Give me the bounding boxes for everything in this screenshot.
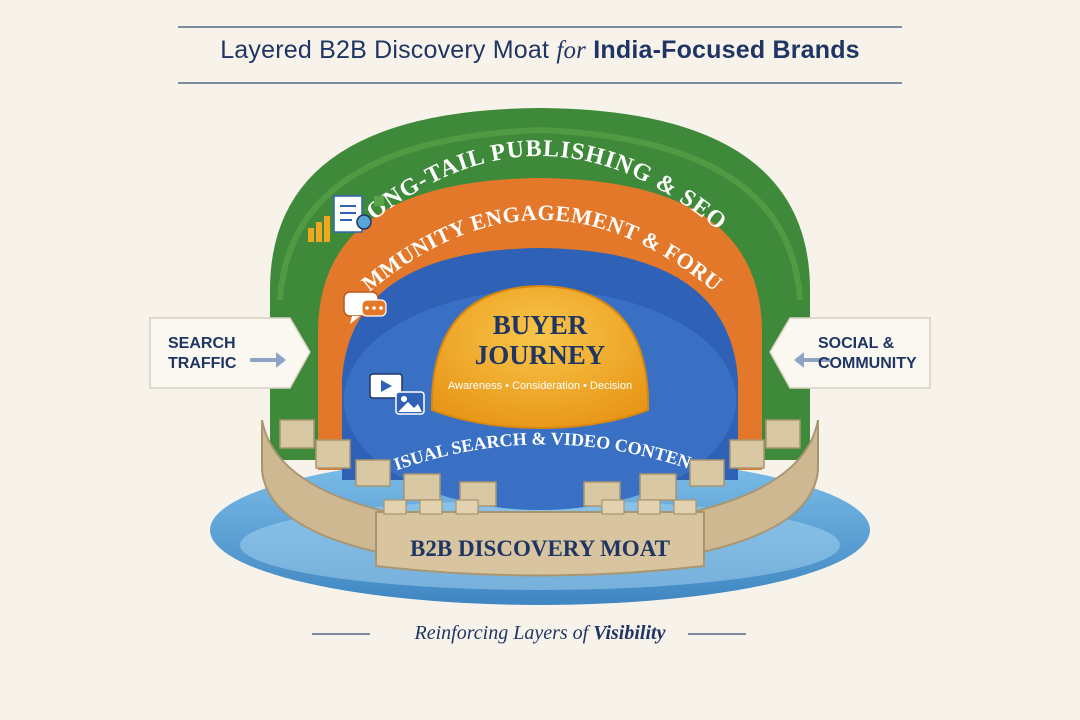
core-title-line1: BUYER (493, 310, 588, 340)
footer-text-start: Reinforcing Layers of (414, 622, 594, 644)
arrow-left-icon (794, 352, 830, 368)
core-title-line2: JOURNEY (475, 340, 606, 370)
social-community-panel (769, 317, 931, 389)
video-image-icon (369, 373, 425, 415)
arrow-right-icon (250, 352, 286, 368)
wall-front-block (375, 511, 705, 577)
document-chart-icon (308, 195, 384, 242)
search-traffic-line1: SEARCH (168, 335, 236, 352)
search-traffic-line2: TRAFFIC (168, 355, 237, 372)
chat-bubbles-icon (343, 291, 387, 324)
core-stages: Awareness • Consideration • Decision (448, 380, 632, 392)
title-rule-bottom (178, 82, 902, 84)
footer-caption: Reinforcing Layers of Visibility (0, 622, 1080, 645)
title-text-end: India-Focused Brands (586, 36, 860, 64)
wall-label: B2B DISCOVERY MOAT (410, 536, 670, 561)
search-traffic-label: SEARCH TRAFFIC (168, 334, 278, 374)
social-community-line1: SOCIAL & (818, 335, 895, 352)
wall-front-crenels (383, 499, 697, 515)
title-text-italic: for (556, 37, 587, 64)
footer-rule-right (688, 633, 746, 635)
social-community-label: SOCIAL & COMMUNITY (818, 334, 938, 374)
footer-text-end: Visibility (593, 622, 666, 644)
title-text-start: Layered B2B Discovery Moat (220, 36, 557, 64)
social-community-line2: COMMUNITY (818, 355, 917, 372)
page-title: Layered B2B Discovery Moat for India-Foc… (0, 36, 1080, 65)
title-rule-top (178, 26, 902, 28)
search-traffic-panel (149, 317, 311, 389)
layer-outer-green-shade (277, 126, 803, 301)
wall-battlements (279, 419, 801, 507)
footer-rule-left (312, 633, 370, 635)
core-buyer-journey (430, 284, 650, 430)
